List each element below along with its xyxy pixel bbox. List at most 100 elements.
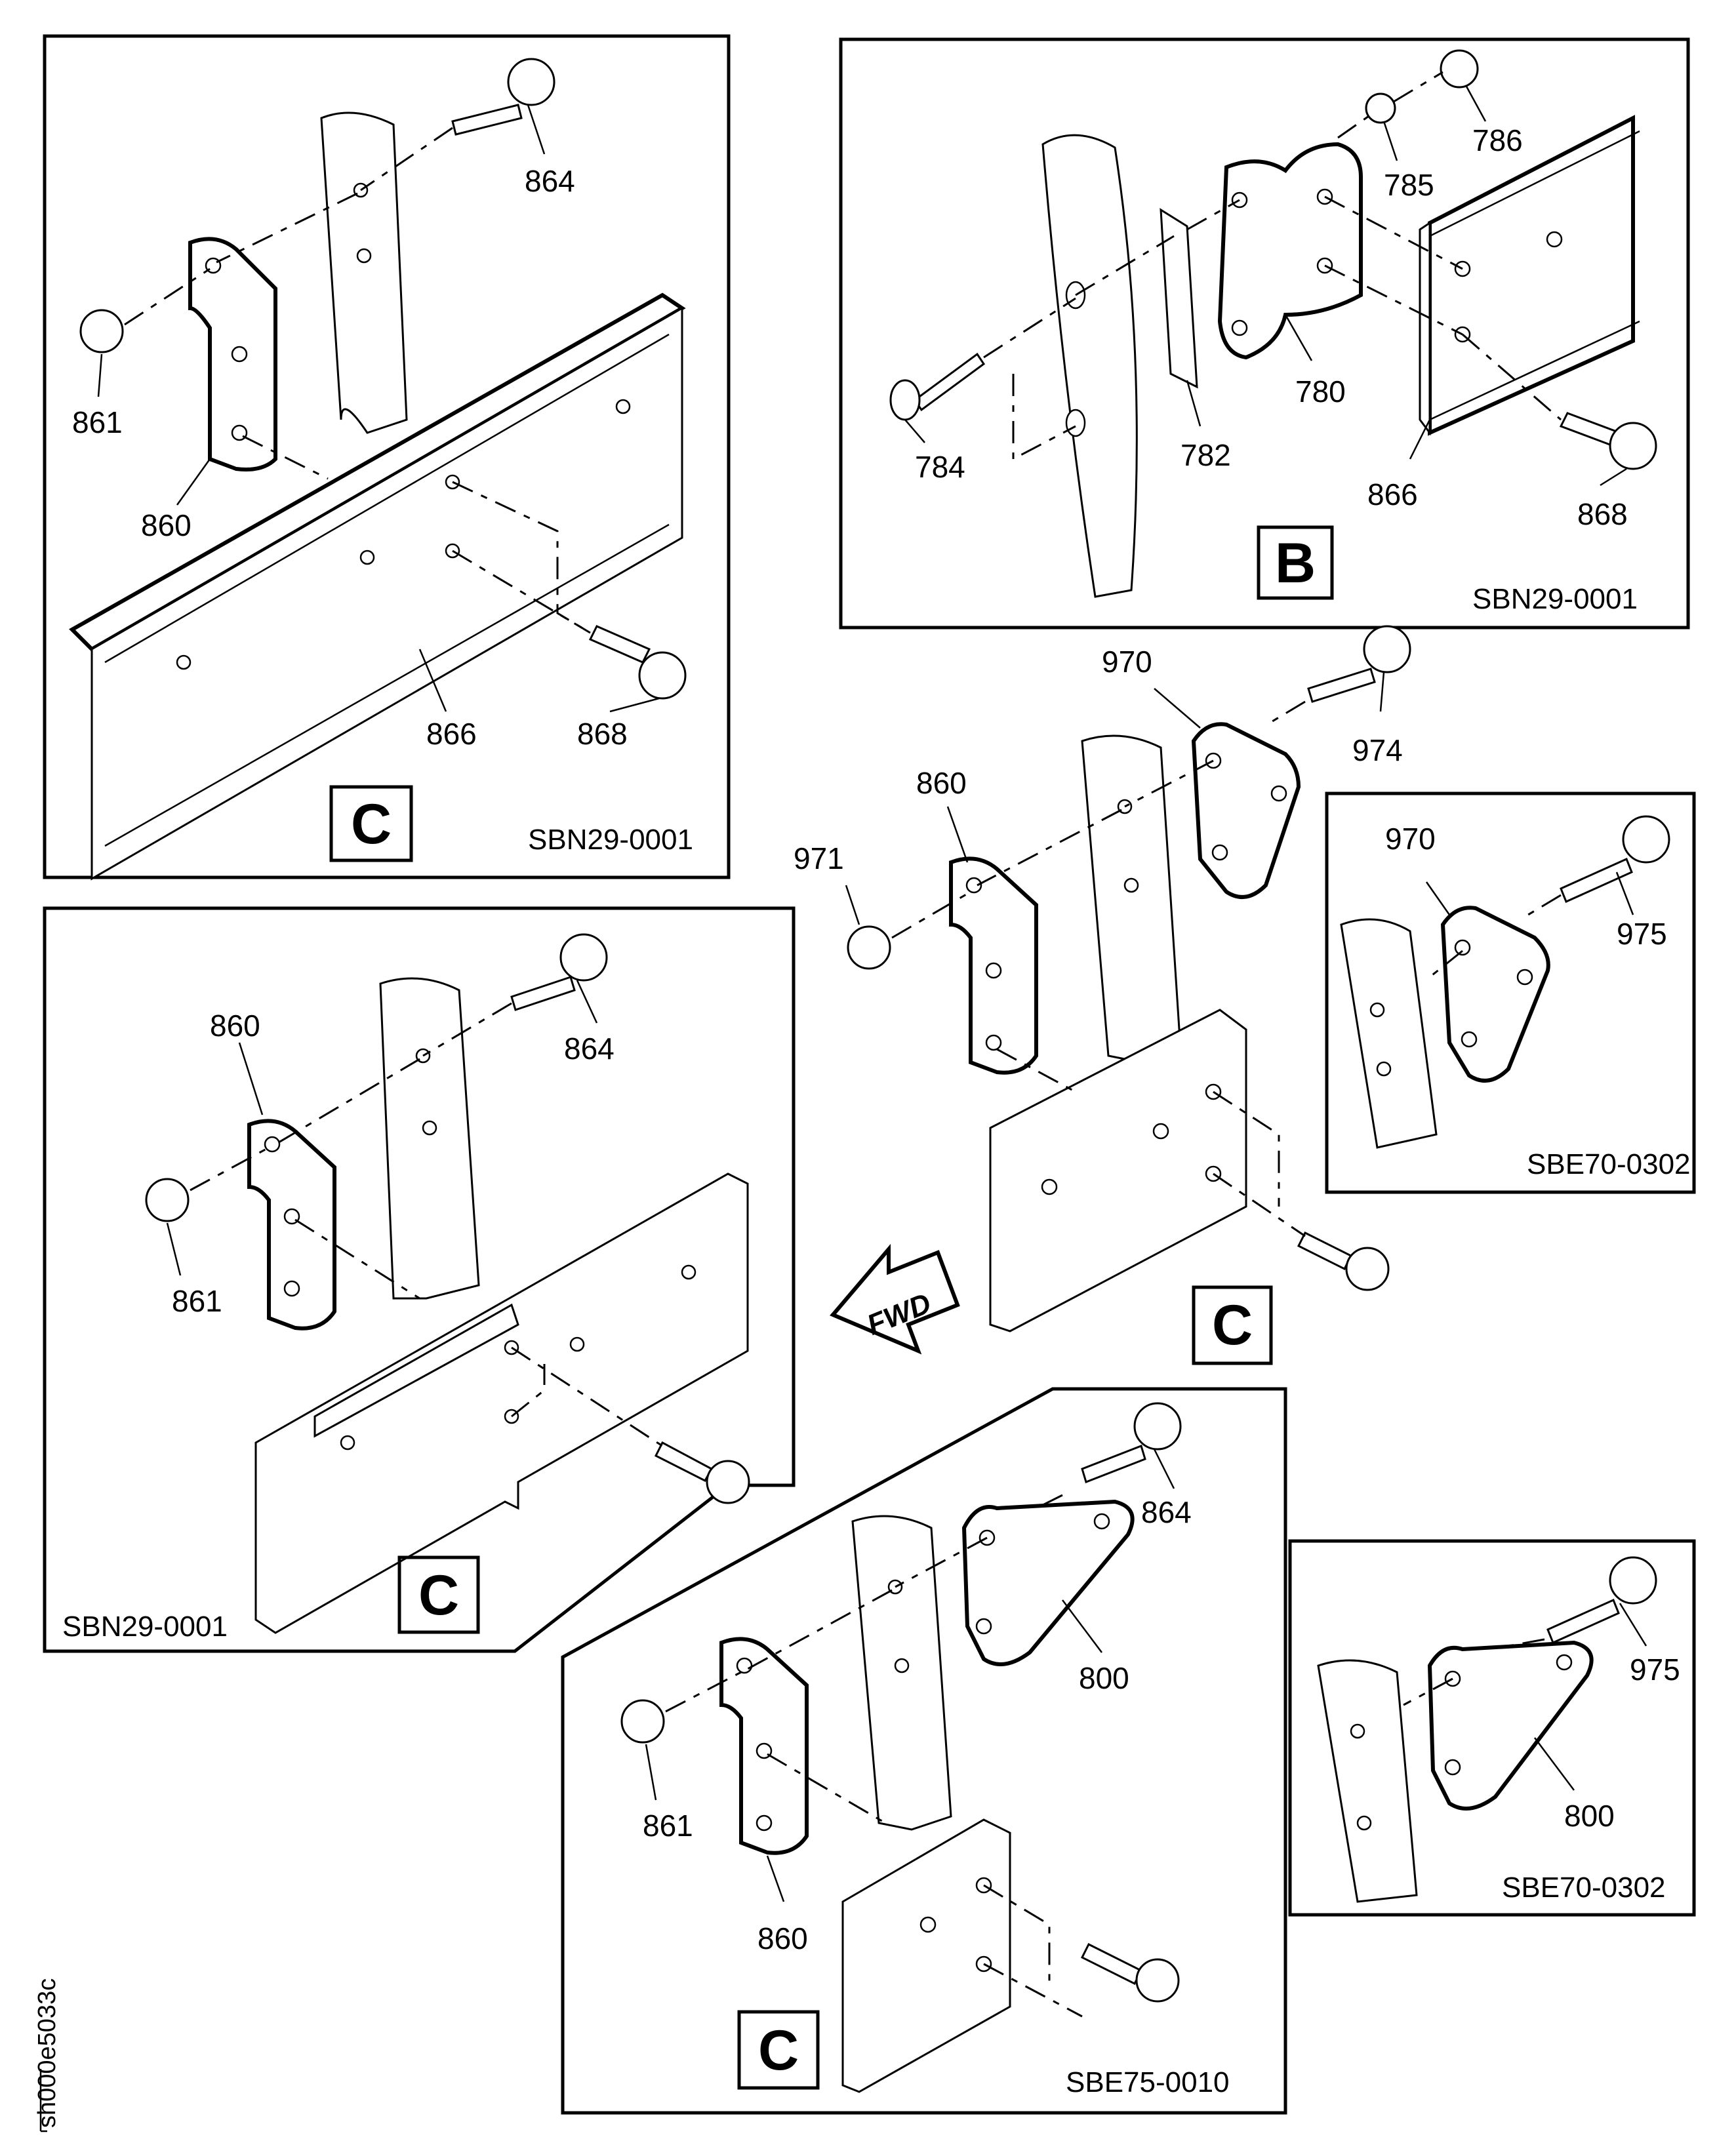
bolt-868: [588, 625, 651, 664]
frame-member: [1340, 918, 1438, 1149]
channel-line: [1429, 320, 1640, 421]
assembly-line: [1036, 1494, 1063, 1510]
nut-971: [847, 925, 891, 970]
callout: 868: [577, 717, 628, 751]
hole: [1270, 785, 1287, 802]
id-bracket: [39, 2069, 47, 2133]
callout: 800: [1079, 1661, 1129, 1695]
bolt-head: [889, 379, 921, 421]
nut-861: [79, 309, 124, 353]
bracket-860: [247, 1119, 336, 1331]
assembly-line: [983, 297, 1076, 359]
hole: [615, 399, 631, 414]
callout: 860: [210, 1009, 260, 1043]
hole: [1211, 844, 1228, 861]
bolt-975: [1546, 1598, 1620, 1645]
assembly-line: [1403, 1677, 1453, 1706]
bolt-975: [1560, 857, 1633, 904]
assembly-line: [216, 192, 358, 264]
plate-800: [1427, 1640, 1594, 1811]
callout: 780: [1295, 374, 1346, 409]
leader-line: [1619, 1603, 1647, 1647]
bolt-head: [638, 651, 687, 700]
callout: 860: [916, 766, 967, 800]
shim-782: [1160, 208, 1198, 389]
bolt-864: [451, 104, 523, 136]
bolt: [654, 1441, 714, 1482]
assembly-line: [1393, 71, 1443, 103]
hole: [1376, 1061, 1392, 1077]
assembly-line: [1272, 700, 1306, 723]
floor-beam: [989, 1009, 1247, 1332]
bolt-head: [1363, 625, 1411, 673]
rail-line: [104, 333, 670, 664]
panel-top-left: 864 861 860 866 868 C SBN29-0001: [43, 34, 731, 881]
bolt: [1297, 1231, 1353, 1271]
bolt-head: [1135, 1958, 1180, 2003]
leader-line: [845, 885, 860, 925]
frame-member: [320, 111, 408, 434]
hole: [422, 1120, 437, 1136]
panel-frame: [1325, 791, 1696, 1194]
callout: 784: [915, 450, 965, 484]
assembly-line: [422, 1002, 512, 1057]
leader-line: [576, 980, 598, 1024]
assembly-line: [895, 1536, 988, 1588]
bolt-864: [510, 976, 576, 1011]
channel-flange: [1419, 221, 1431, 436]
bolt-head: [1133, 1402, 1182, 1451]
view-letter-box: [737, 2010, 820, 2090]
hole: [1454, 939, 1471, 956]
hole: [340, 1435, 355, 1451]
hole: [176, 654, 192, 670]
hole: [359, 550, 375, 565]
assembly-line: [1508, 1638, 1545, 1647]
leader-line: [166, 1222, 182, 1276]
leader-line: [1186, 380, 1201, 427]
view-letter: B: [1275, 532, 1316, 595]
doubler-970: [1191, 722, 1301, 899]
assembly-line: [1012, 374, 1076, 461]
callout: 861: [643, 1809, 693, 1843]
bolt-head: [1609, 422, 1657, 470]
callout: 971: [794, 841, 844, 875]
figure-id: sh000e5033c: [33, 1978, 61, 2128]
callout: 975: [1630, 1652, 1680, 1687]
leader-line: [1464, 85, 1487, 122]
panel-top-right: 786 785 780 784 782 866 868 B SBN29-0001: [839, 37, 1690, 630]
callout: 786: [1472, 123, 1523, 157]
view-letter: C: [418, 1564, 459, 1627]
assembly-line: [1124, 759, 1214, 808]
callout: 866: [426, 717, 477, 751]
bolt-head: [706, 1460, 750, 1504]
bolt-864: [1081, 1445, 1146, 1483]
hole: [1123, 877, 1139, 893]
leader-line: [1600, 468, 1627, 487]
view-letter-box: [329, 785, 413, 862]
leader-line: [1534, 1737, 1575, 1791]
assembly-line: [1324, 264, 1463, 336]
assembly-line: [1186, 199, 1240, 231]
nut-786: [1440, 49, 1479, 89]
assembly-line: [1213, 1172, 1306, 1237]
callout: 860: [757, 1921, 808, 1955]
leader-line: [1383, 121, 1398, 161]
leader-line: [1153, 1449, 1175, 1489]
hole: [1546, 231, 1563, 248]
view-letter-box: [1192, 1285, 1273, 1365]
hole: [736, 1657, 753, 1674]
assembly-line: [1429, 950, 1463, 978]
leader-line: [1379, 671, 1385, 712]
leader-line: [1062, 1599, 1102, 1653]
support-plate: [313, 1303, 519, 1438]
drawing-reference: SBN29-0001: [528, 824, 693, 856]
floor-beam: [254, 1172, 749, 1634]
hole: [231, 346, 248, 363]
hole: [985, 962, 1002, 979]
assembly-line: [275, 1058, 420, 1146]
assembly-line: [996, 1048, 1076, 1093]
panel-frame: [1288, 1539, 1696, 1917]
hole: [681, 1264, 696, 1280]
panel-frame: [839, 37, 1690, 630]
plate-800: [961, 1499, 1135, 1666]
